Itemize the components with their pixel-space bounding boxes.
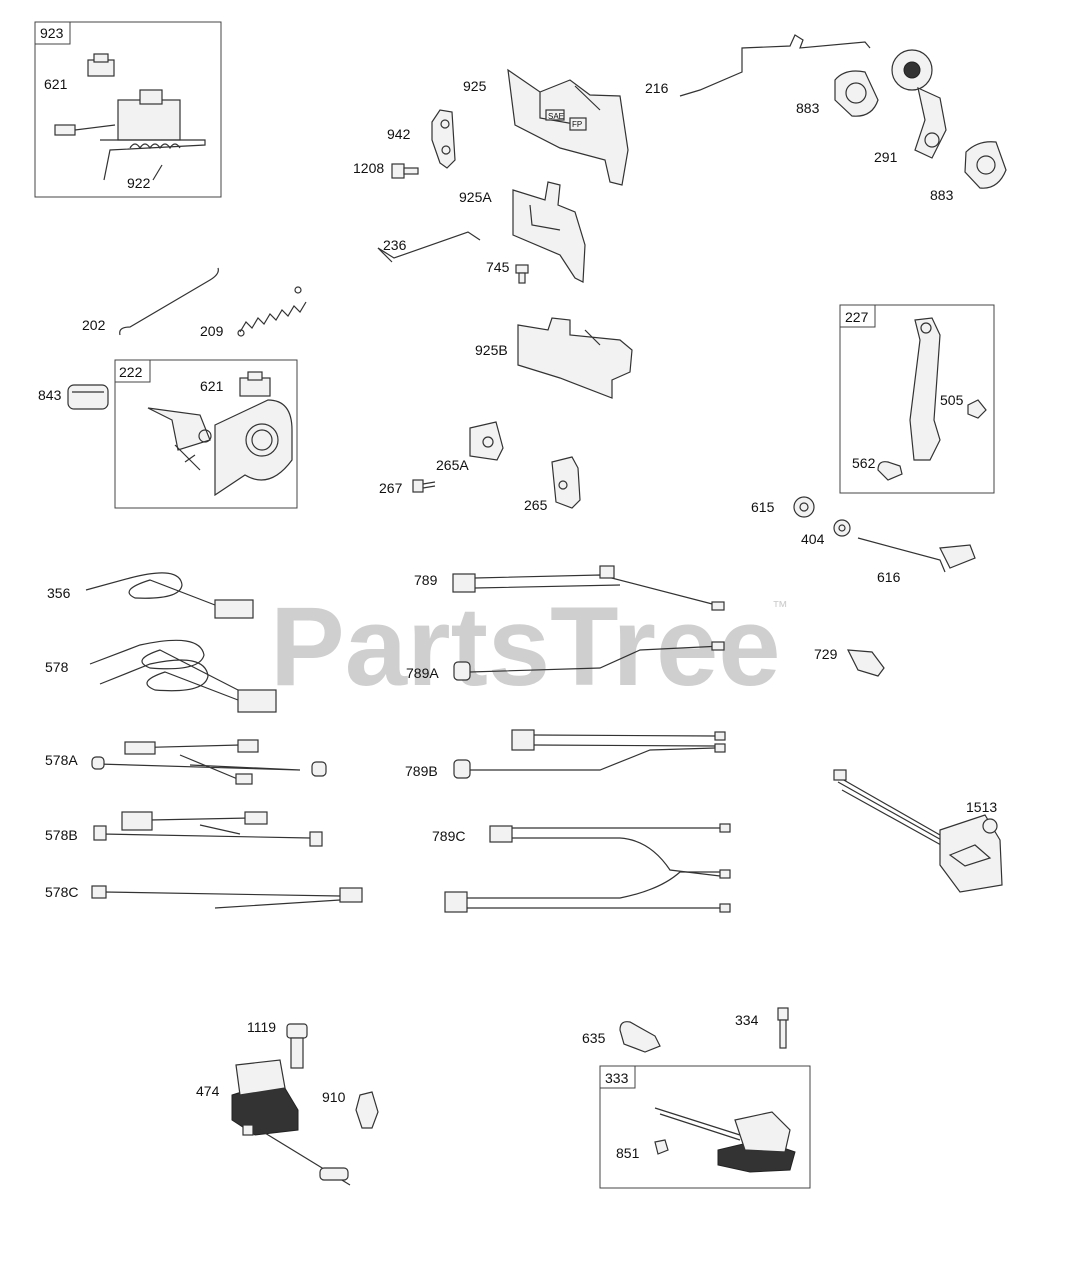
label-925B: 925B [475,342,508,358]
part-578A[interactable]: 578A [45,739,327,785]
label-942: 942 [387,126,411,142]
decal-sae: SAE [548,112,564,121]
label-1513: 1513 [966,799,997,815]
part-789C[interactable]: 789C [432,823,731,913]
part-925B[interactable]: 925B [475,317,633,399]
label-1119: 1119 [247,1019,276,1035]
part-789A[interactable]: 789A [406,641,725,681]
label-267: 267 [379,480,403,496]
label-922: 922 [127,175,151,191]
part-843[interactable]: 843 [38,384,109,410]
part-635[interactable]: 635 [582,1021,661,1053]
part-789B[interactable]: 789B [405,729,726,779]
part-883-b[interactable]: 883 [930,141,1007,203]
part-1513[interactable]: 1513 [833,769,1003,893]
part-1119[interactable]: 1119 [247,1019,308,1069]
label-910: 910 [322,1089,346,1105]
label-851: 851 [616,1145,640,1161]
label-615: 615 [751,499,775,515]
label-729: 729 [814,646,838,662]
label-578: 578 [45,659,69,675]
label-222: 222 [119,364,143,380]
part-209[interactable]: 209 [200,286,307,339]
part-578[interactable]: 578 [45,639,277,713]
part-789[interactable]: 789 [414,565,725,611]
label-621-a: 621 [44,76,68,92]
label-334: 334 [735,1012,759,1028]
label-883-a: 883 [796,100,820,116]
label-578C: 578C [45,884,78,900]
watermark-trademark: ™ [772,599,788,616]
part-616[interactable]: 616 [857,537,976,585]
label-923: 923 [40,25,64,41]
label-789A: 789A [406,665,439,681]
label-333: 333 [605,1070,629,1086]
part-925[interactable]: SAE FP 925 [463,68,629,186]
watermark-text: PartsTree [270,584,781,709]
decal-fp: FP [572,120,582,129]
label-635: 635 [582,1030,606,1046]
label-1208: 1208 [353,160,384,176]
part-615[interactable]: 615 [751,496,815,518]
part-1208[interactable]: 1208 [353,160,419,179]
label-562: 562 [852,455,876,471]
label-265: 265 [524,497,548,513]
label-209: 209 [200,323,224,339]
part-578B[interactable]: 578B [45,811,323,847]
label-578B: 578B [45,827,78,843]
label-925: 925 [463,78,487,94]
label-789B: 789B [405,763,438,779]
part-745[interactable]: 745 [486,259,529,284]
label-227: 227 [845,309,869,325]
label-236: 236 [383,237,407,253]
part-883-a[interactable]: 883 [796,70,879,117]
part-267[interactable]: 267 [379,479,436,496]
label-925A: 925A [459,189,492,205]
part-356[interactable]: 356 [47,572,254,619]
part-236[interactable]: 236 [377,231,481,263]
part-216[interactable]: 216 [645,34,871,97]
label-843: 843 [38,387,62,403]
label-216: 216 [645,80,669,96]
label-291: 291 [874,149,898,165]
label-789: 789 [414,572,438,588]
label-616: 616 [877,569,901,585]
label-578A: 578A [45,752,78,768]
label-356: 356 [47,585,71,601]
label-883-b: 883 [930,187,954,203]
part-474[interactable]: 474 [196,1059,351,1186]
label-474: 474 [196,1083,220,1099]
part-222-box[interactable]: 222 621 [114,359,298,509]
part-404[interactable]: 404 [801,519,851,547]
label-404: 404 [801,531,825,547]
part-923-box[interactable]: 923 621 922 [34,21,222,198]
label-505: 505 [940,392,964,408]
part-942[interactable]: 942 [387,109,456,169]
part-578C[interactable]: 578C [45,884,363,909]
part-265A[interactable]: 265A [436,421,504,473]
part-910[interactable]: 910 [322,1089,379,1129]
part-333-box[interactable]: 333 851 [599,1065,811,1189]
label-265A: 265A [436,457,469,473]
part-227-box[interactable]: 227 505 562 [839,304,995,494]
part-202[interactable]: 202 [82,267,219,336]
part-265[interactable]: 265 [524,456,581,513]
part-291[interactable]: 291 [874,49,947,165]
label-745: 745 [486,259,510,275]
part-334[interactable]: 334 [735,1007,789,1049]
label-789C: 789C [432,828,465,844]
part-925A[interactable]: 925A [459,181,586,283]
label-202: 202 [82,317,106,333]
label-621-b: 621 [200,378,224,394]
part-729[interactable]: 729 [814,646,885,677]
